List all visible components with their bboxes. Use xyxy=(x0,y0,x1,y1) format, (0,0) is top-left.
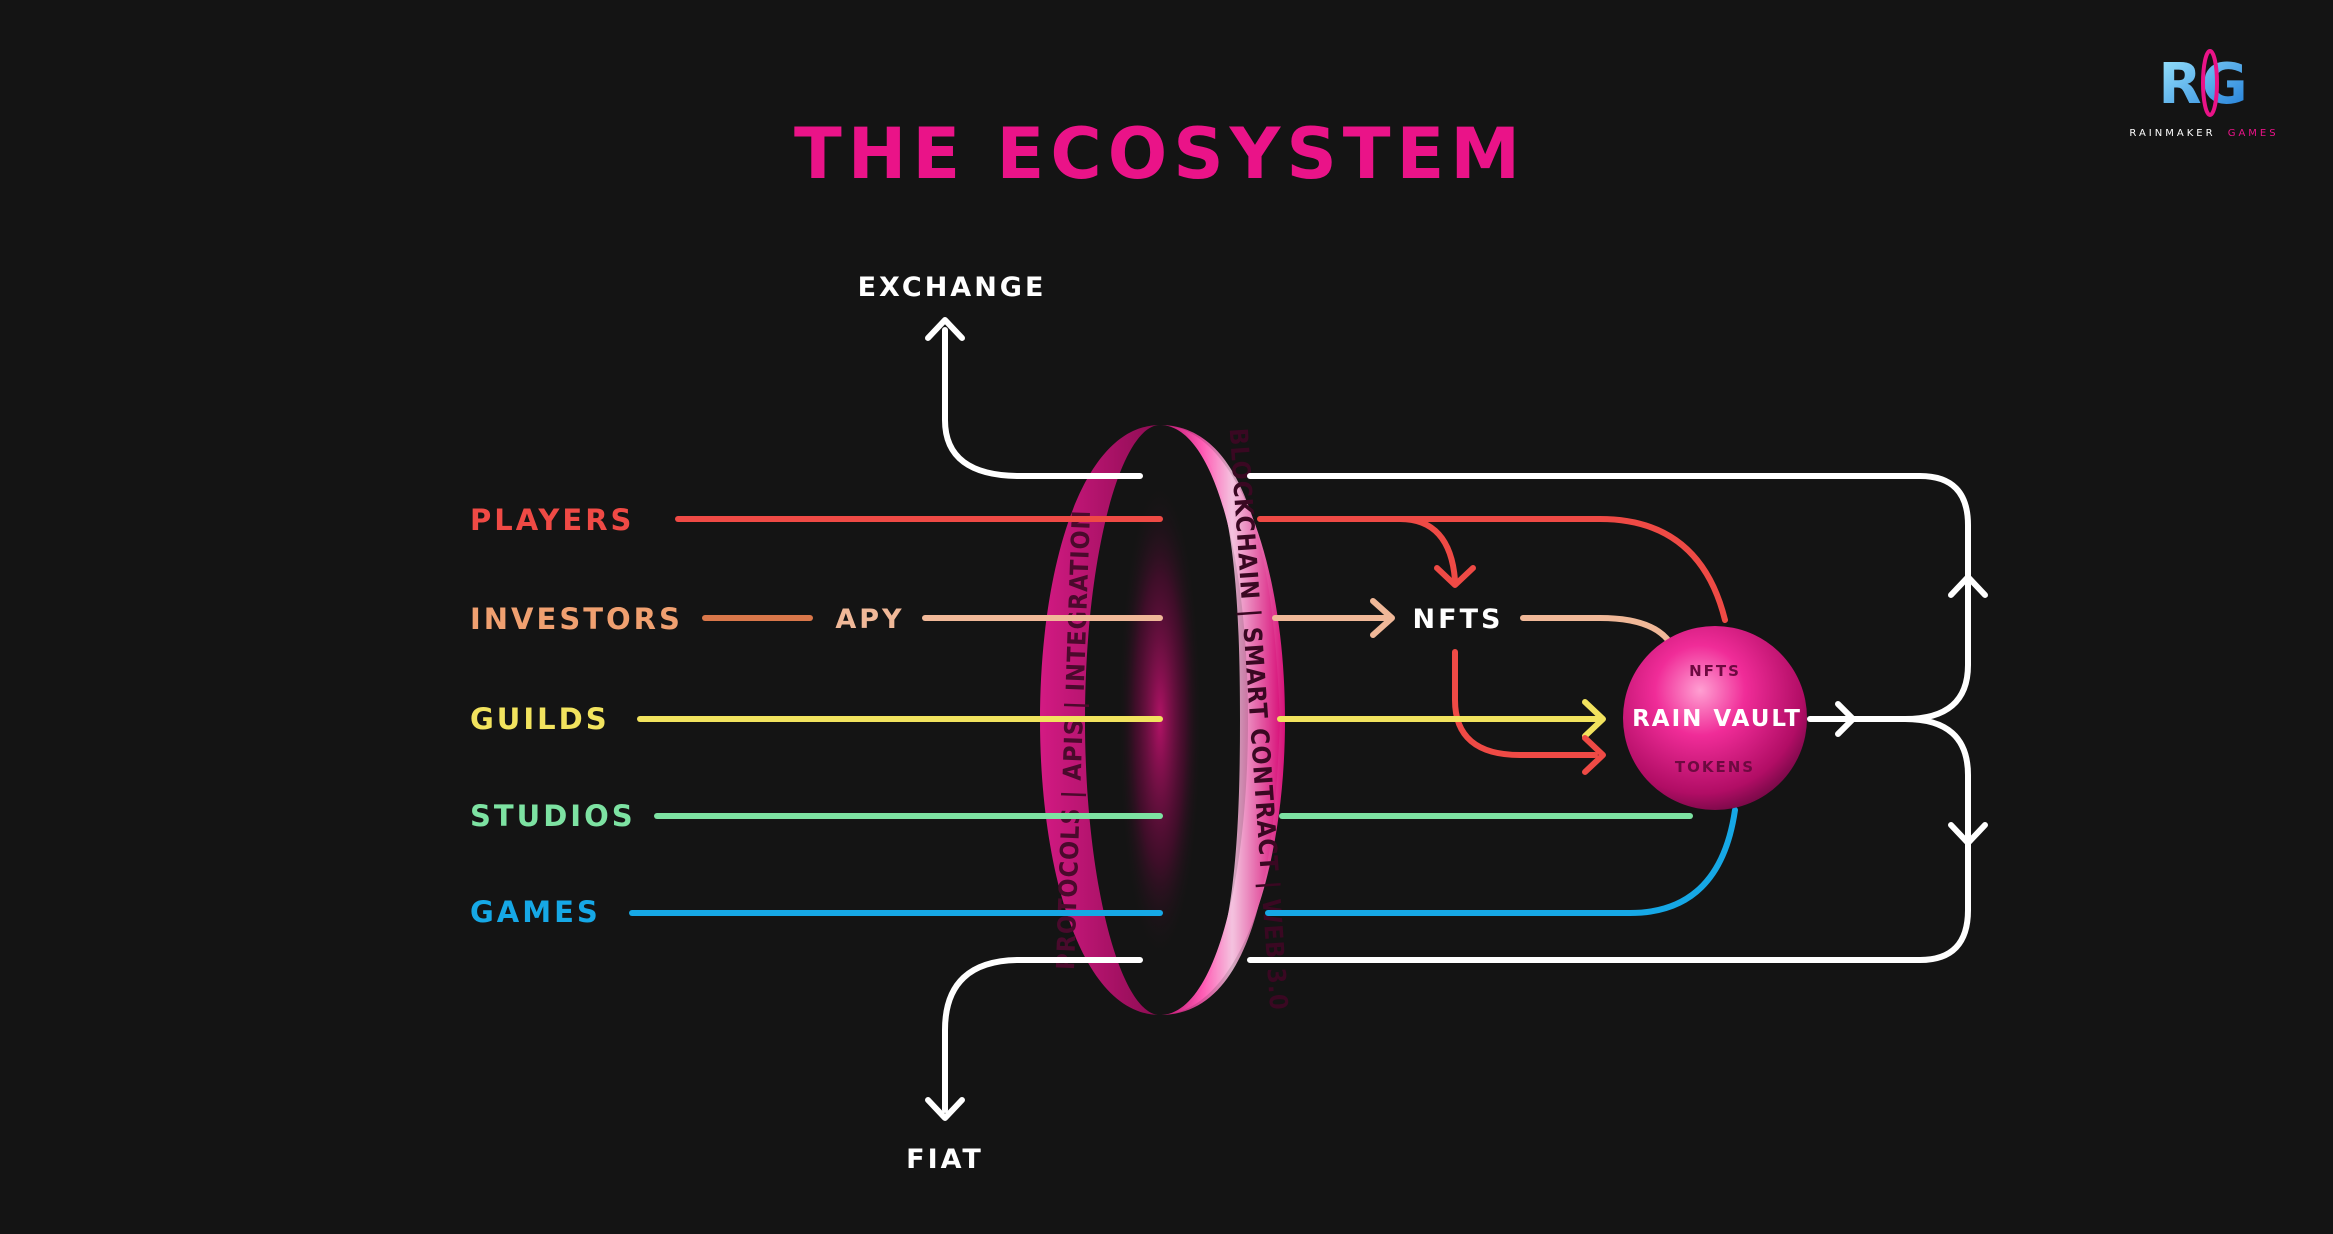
rain-vault-nfts-label: NFTS xyxy=(1689,662,1741,680)
white-loop xyxy=(925,317,1988,1121)
exchange-path xyxy=(942,327,1143,479)
source-investors: INVESTORS xyxy=(470,602,683,636)
apy-label: APY xyxy=(835,604,904,635)
source-flow-lines xyxy=(629,516,1163,916)
logo-wordmark-secondary: GAMES xyxy=(2228,128,2279,139)
up-arrowhead xyxy=(1948,574,1988,598)
page-title: THE ECOSYSTEM xyxy=(794,113,1526,195)
rain-vault-sphere xyxy=(1623,626,1807,810)
source-players: PLAYERS xyxy=(470,503,634,537)
rain-vault-label: RAIN VAULT xyxy=(1632,706,1802,732)
brand-logo: RG RAINMAKER GAMES xyxy=(2129,49,2278,139)
rain-vault-tokens-label: TOKENS xyxy=(1675,758,1755,776)
bottom-return-path xyxy=(1247,716,1971,963)
fiat-path xyxy=(942,957,1143,1113)
diagram-labels: EXCHANGE FIAT APY NFTS PLAYERS INVESTORS… xyxy=(470,272,1504,1175)
ring-front-band xyxy=(1160,425,1280,1015)
logo-wordmark-primary: RAINMAKER xyxy=(2129,128,2215,139)
ring-back xyxy=(1040,425,1160,1015)
flow-arrowheads xyxy=(1370,565,1606,775)
source-studios: STUDIOS xyxy=(470,799,636,833)
nfts-to-vault xyxy=(1520,615,1671,643)
exchange-label: EXCHANGE xyxy=(858,272,1047,303)
players-to-vault xyxy=(1387,516,1728,623)
nfts-label: NFTS xyxy=(1413,604,1504,635)
down-arrowhead xyxy=(1948,822,1988,846)
rain-vault: NFTS RAIN VAULT TOKENS xyxy=(1623,626,1807,810)
guilds-arrowhead xyxy=(1582,699,1606,739)
right-flow-lines xyxy=(1257,516,1738,916)
top-return-path xyxy=(1247,473,1971,722)
source-guilds: GUILDS xyxy=(470,702,610,736)
fiat-label: FIAT xyxy=(906,1144,984,1175)
players-to-nfts xyxy=(1257,516,1458,583)
ring-logo-icon xyxy=(2201,49,2219,117)
nfts-split-arrowhead xyxy=(1582,735,1606,775)
exchange-arrowhead xyxy=(925,317,965,341)
logo-wordmark: RAINMAKER GAMES xyxy=(2129,128,2278,139)
players-arrowhead xyxy=(1434,565,1476,588)
games-to-vault xyxy=(1265,807,1738,916)
nfts-split-line xyxy=(1452,649,1598,758)
fiat-arrowhead xyxy=(925,1097,965,1121)
source-games: GAMES xyxy=(470,895,601,929)
investors-arrowhead xyxy=(1370,598,1395,638)
vault-out-arrowhead xyxy=(1835,701,1856,737)
